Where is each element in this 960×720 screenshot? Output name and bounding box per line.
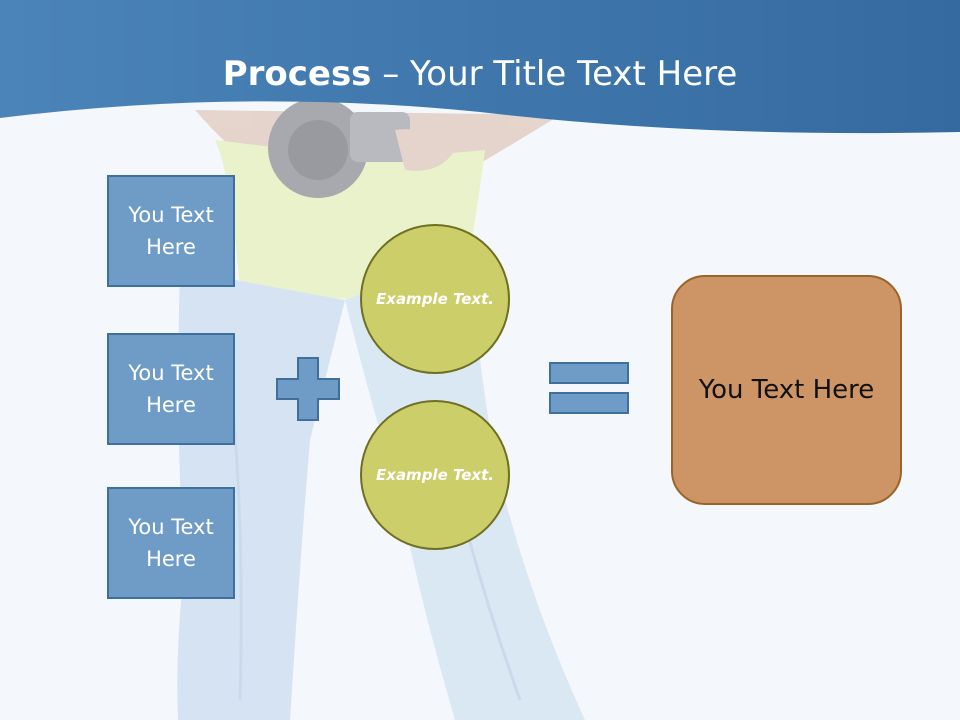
slide-title: Process – Your Title Text Here (0, 52, 960, 96)
header-band (0, 0, 960, 134)
text-box-1: You Text Here (107, 175, 235, 287)
result-box: You Text Here (671, 275, 902, 505)
text-box-3: You Text Here (107, 487, 235, 599)
example-circle-1: Example Text. (360, 224, 510, 374)
example-circle-2: Example Text. (360, 400, 510, 550)
plus-icon (276, 357, 340, 421)
text-box-2: You Text Here (107, 333, 235, 445)
equals-icon (549, 362, 629, 414)
title-text: – Your Title Text Here (371, 54, 738, 94)
title-bold: Process (222, 54, 372, 94)
